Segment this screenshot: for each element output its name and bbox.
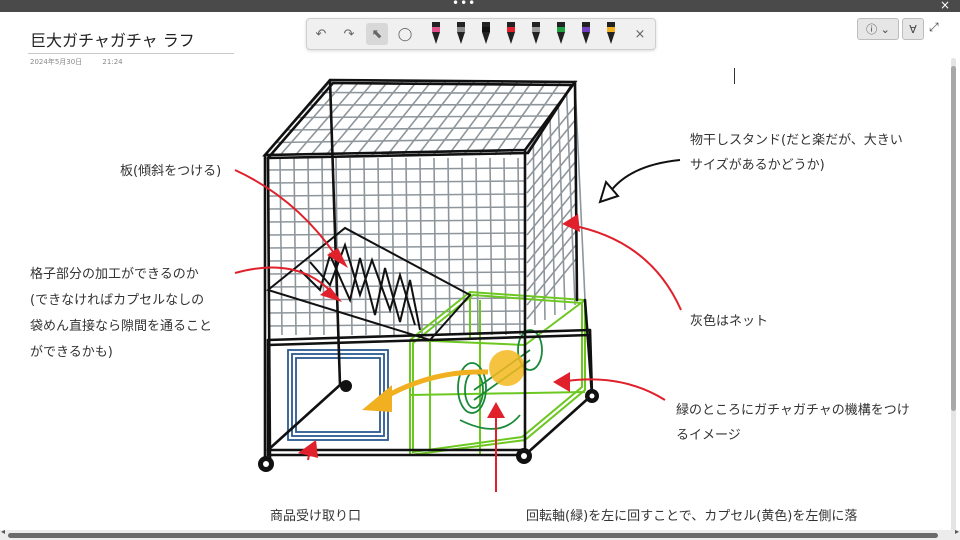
label-stand-line-2[interactable]: サイズがあるかどうか) xyxy=(690,158,825,173)
horizontal-scroll-thumb[interactable] xyxy=(8,533,938,538)
expand-icon[interactable]: ⤢ xyxy=(929,20,939,34)
pen-black-icon[interactable] xyxy=(481,22,491,46)
black-arrow xyxy=(598,159,681,204)
window-title-bar: ••• × xyxy=(0,0,960,12)
pen-yellow-icon[interactable] xyxy=(606,22,616,46)
vertical-scrollbar[interactable] xyxy=(949,58,958,532)
pen-red-icon[interactable] xyxy=(506,22,516,46)
toolbar-close-button[interactable]: × xyxy=(634,26,646,42)
horizontal-scrollbar[interactable]: ◂ ▸ xyxy=(0,527,960,540)
label-board[interactable]: 板(傾斜をつける) xyxy=(120,164,222,179)
label-green-line-2[interactable]: るイメージ xyxy=(676,428,741,443)
note-date: 2024年5月30日 xyxy=(30,58,83,66)
caster-hubs xyxy=(263,393,595,467)
scroll-right-icon[interactable]: ▸ xyxy=(954,527,959,536)
label-pickup[interactable]: 商品受け取り口 xyxy=(270,509,362,524)
highlighter-button[interactable]: ∀ xyxy=(902,18,924,40)
red-arrowheads xyxy=(298,214,580,458)
label-rotation[interactable]: 回転軸(緑)を左に回すことで、カプセル(黄色)を左側に落 xyxy=(526,509,858,524)
pen-gray-2-icon[interactable] xyxy=(531,22,541,46)
undo-button[interactable]: ↶ xyxy=(315,26,327,42)
pen-green-icon[interactable] xyxy=(556,22,566,46)
label-grid-line-3[interactable]: 袋めん直接なら隙間を通ること xyxy=(30,319,213,334)
label-green-line-1[interactable]: 緑のところにガチャガチャの機構をつけ xyxy=(676,403,910,418)
vertical-scroll-thumb[interactable] xyxy=(951,66,956,411)
label-grid-line-1[interactable]: 格子部分の加工ができるのか xyxy=(30,267,199,282)
label-net[interactable]: 灰色はネット xyxy=(690,314,769,329)
red-arrows xyxy=(234,169,682,492)
note-time: 21:24 xyxy=(102,58,123,66)
window-close-icon[interactable]: × xyxy=(939,0,950,12)
text-cursor xyxy=(734,68,735,84)
drawing-toolbar: ↶ ↷ ⬉ ◯ × xyxy=(306,18,656,50)
lasso-tool-button[interactable]: ◯ xyxy=(397,26,413,42)
note-meta: 2024年5月30日 21:24 xyxy=(30,57,141,67)
label-stand-line-1[interactable]: 物干しスタンド(だと楽だが、大きい xyxy=(690,133,903,148)
stand-frame xyxy=(262,78,594,467)
label-grid-line-2[interactable]: (できなければカプセルなしの xyxy=(30,293,205,308)
page-title[interactable]: 巨大ガチャガチャ ラフ xyxy=(30,31,195,50)
pen-gray-icon[interactable] xyxy=(456,22,466,46)
title-divider xyxy=(28,53,234,54)
capsule-and-arrow xyxy=(362,350,525,412)
scroll-left-icon[interactable]: ◂ xyxy=(1,527,6,536)
redo-button[interactable]: ↷ xyxy=(343,26,355,42)
touch-mode-button[interactable]: ⓘ ⌄ xyxy=(857,18,899,40)
more-options-icon[interactable]: ••• xyxy=(452,0,477,10)
pen-pink-icon[interactable] xyxy=(431,22,441,46)
label-grid-line-4[interactable]: ができるかも) xyxy=(30,345,113,360)
select-tool-button[interactable]: ⬉ xyxy=(366,23,388,45)
slanted-board xyxy=(265,226,472,342)
pen-purple-icon[interactable] xyxy=(581,22,591,46)
net-grid xyxy=(264,79,586,336)
